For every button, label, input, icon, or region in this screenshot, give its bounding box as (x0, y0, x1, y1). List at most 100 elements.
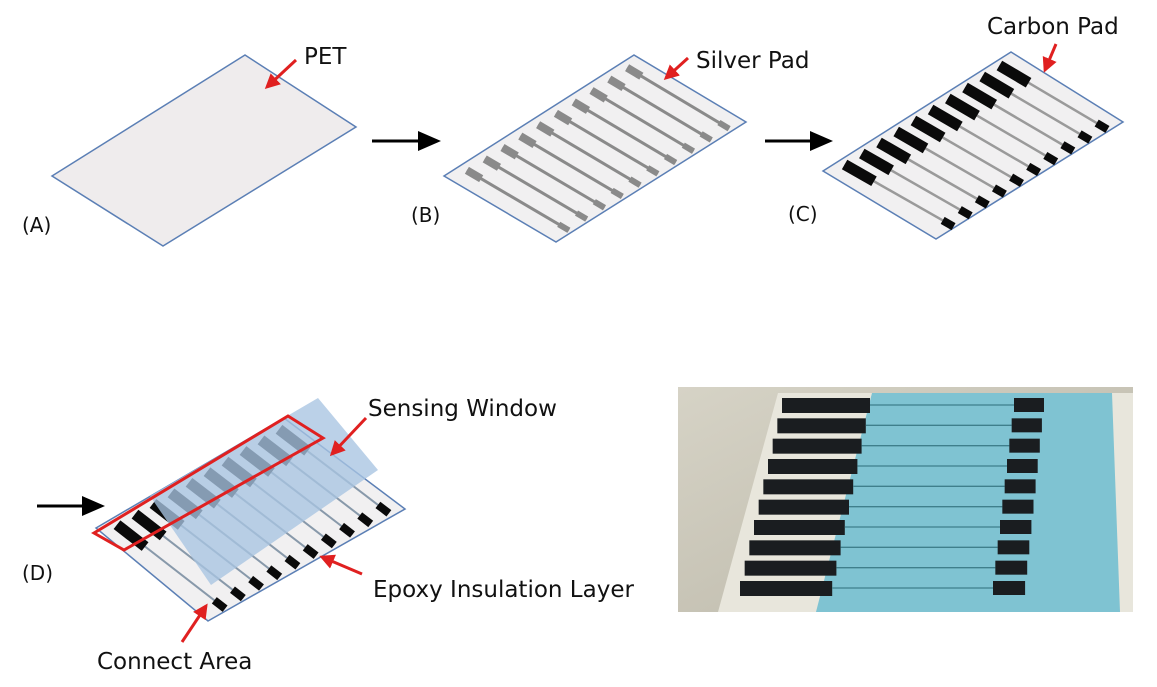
photo-connect-pad (758, 499, 849, 515)
sensing-pad (1094, 119, 1110, 133)
photo-connect-pad (768, 459, 858, 474)
photo-sensing-pad (1009, 438, 1040, 453)
connect-pad (962, 82, 998, 110)
photo-sensing-pad (1011, 418, 1042, 433)
photo-sensing-pad (1014, 398, 1044, 412)
sensing-pad (699, 131, 713, 143)
connect-pad (979, 71, 1015, 99)
connect-pad (518, 132, 537, 148)
sensing-pad (1077, 130, 1093, 144)
photo-epoxy-layer (816, 393, 1120, 612)
sensing-pad (284, 554, 301, 570)
silver-traces (464, 64, 731, 233)
photo-electrodes (740, 398, 1044, 596)
connect-area-label: Connect Area (97, 649, 252, 675)
connect-pad (859, 148, 894, 176)
step-d-label: (D) (22, 561, 53, 585)
photo-sensing-pad (1007, 459, 1038, 473)
connect-pad (464, 166, 484, 183)
photo-connect-pad (777, 418, 866, 434)
sensing-pad (717, 119, 731, 132)
photo-connect-pad (754, 520, 845, 535)
epoxy-insulation-label: Epoxy Insulation Layer (373, 577, 634, 603)
electrode-trace (537, 123, 641, 187)
sensing-pad (646, 165, 660, 177)
photo-connect-pad (740, 581, 833, 596)
step-c-label: (C) (788, 202, 818, 226)
step-d-panel: Sensing Window Epoxy Insulation Layer Co… (22, 396, 634, 675)
connect-pad (841, 159, 877, 187)
photo-connect-pad (772, 438, 862, 454)
silver-pad-label: Silver Pad (696, 48, 809, 74)
process-arrow-bc (765, 131, 833, 151)
sensing-pad (230, 586, 246, 602)
connect-pad (553, 109, 573, 126)
connect-pad (893, 126, 929, 154)
sensing-pad (974, 195, 990, 209)
electrode-trace (466, 169, 570, 232)
electrode-trace (501, 146, 606, 210)
process-arrow-ab (372, 131, 441, 151)
photo-connect-pad (744, 560, 837, 576)
step-a-panel: PET (A) (22, 44, 358, 247)
connect-pad (536, 121, 555, 137)
sensing-pad (375, 501, 392, 517)
sensing-pad (357, 512, 374, 528)
silver-substrate (442, 54, 748, 243)
epoxy-insulation-layer (150, 398, 378, 585)
connect-area-highlight (91, 414, 326, 552)
connect-pad (571, 98, 591, 114)
carbon-pad-label: Carbon Pad (987, 14, 1119, 40)
sensing-window-label: Sensing Window (368, 396, 557, 422)
process-arrow-cd (37, 496, 105, 516)
photo-sensing-pad (1002, 499, 1034, 514)
electrode-trace (590, 89, 695, 153)
photo-sensing-pad (1004, 479, 1036, 494)
connect-area-callout-arrow (180, 603, 208, 643)
sensing-pad (681, 142, 696, 154)
photo-connect-pad (749, 540, 841, 556)
connect-pad (589, 87, 608, 103)
step-a-label: (A) (22, 213, 51, 237)
connect-pad (910, 115, 946, 143)
photo-connect-pad (782, 398, 870, 413)
connect-pad (996, 60, 1032, 88)
connect-pad (927, 104, 963, 132)
connect-pad (500, 144, 519, 160)
sensing-pad (339, 522, 355, 538)
sensing-pad (302, 544, 319, 559)
sensing-pad (211, 597, 228, 612)
step-b-label: (B) (411, 203, 440, 227)
sensing-pad (957, 206, 973, 220)
photo-sensing-pad (993, 581, 1026, 595)
sensing-pad (592, 199, 607, 211)
epoxy-callout-arrow (319, 554, 363, 576)
sensing-pad (991, 184, 1007, 198)
connect-pad (876, 137, 912, 165)
sensing-pad (610, 187, 624, 200)
pet-callout-arrow (264, 58, 298, 90)
photo-connect-pad (763, 479, 854, 495)
photo-sensing-pad (995, 560, 1028, 575)
electrode-trace (608, 77, 713, 142)
connect-pad (113, 520, 149, 551)
sensing-pad (940, 216, 956, 231)
electrode-trace (555, 112, 659, 176)
sensing-pad (1026, 162, 1042, 177)
sensing-pad (1009, 173, 1024, 187)
connect-pad (482, 155, 502, 171)
electrode-trace (519, 134, 624, 198)
sensing-pad (248, 575, 264, 591)
sensing-pad (1043, 152, 1059, 166)
pet-label: PET (304, 44, 347, 70)
sensing-pad (663, 153, 678, 166)
carbon-pad-callout-arrow (1042, 43, 1058, 73)
sensing-pad (628, 176, 642, 188)
sensing-pad (557, 221, 571, 233)
sensing-pad (574, 210, 589, 222)
carbon-substrate (821, 51, 1125, 240)
photo-sensing-pad (1000, 520, 1032, 534)
sensing-window-callout-arrow (329, 416, 368, 457)
sensing-pad (1060, 141, 1076, 155)
